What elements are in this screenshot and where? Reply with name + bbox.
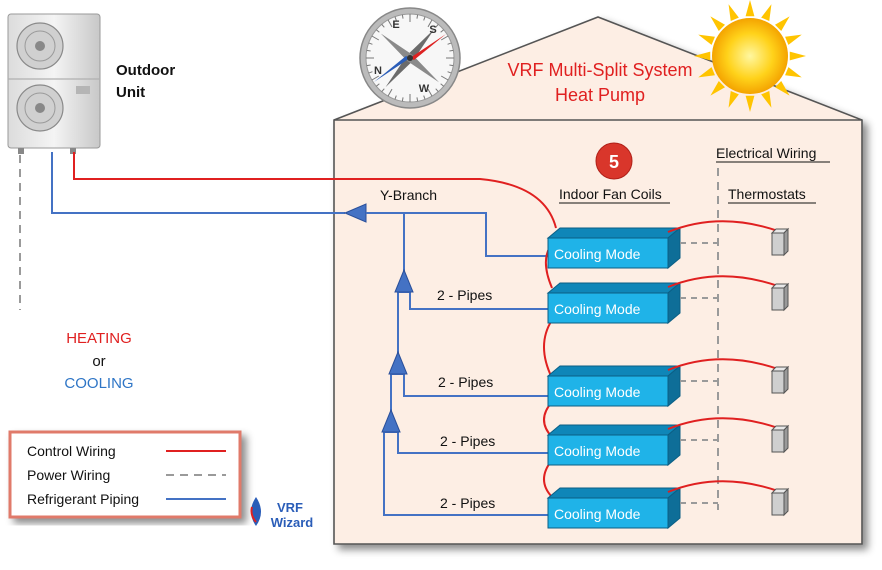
thermostat-wire [667, 480, 779, 493]
house [333, 16, 863, 545]
legend-refrigerant-label: Refrigerant Piping [27, 491, 139, 507]
cooling-label: COOLING [64, 375, 133, 392]
pipe-label-2: 2 - Pipes [438, 374, 493, 390]
fan-coil-mode-label: Cooling Mode [554, 384, 641, 400]
thermostat-wire [667, 358, 779, 371]
outdoor-control-wire [73, 152, 557, 229]
y-branch-1-icon [394, 268, 414, 293]
pipe-label-4: 2 - Pipes [440, 495, 495, 511]
legend: Control Wiring Power Wiring Refrigerant … [8, 430, 242, 519]
step-badge-number: 5 [609, 152, 619, 172]
thermostat-wire [667, 417, 779, 430]
fan-coil-3[interactable]: Cooling Mode [546, 358, 779, 408]
thermostat-icon[interactable] [770, 365, 790, 395]
outdoor-unit-label-line2: Unit [116, 84, 145, 101]
fan-coil-5[interactable]: Cooling Mode [546, 480, 779, 530]
thermostat-icon[interactable] [770, 227, 790, 257]
thermostat-wire [667, 275, 779, 288]
sun-icon [694, 0, 806, 112]
compass-w: W [419, 83, 430, 95]
pipe-label-1: 2 - Pipes [437, 287, 492, 303]
logo-line2: Wizard [271, 515, 314, 530]
y-branch-label: Y-Branch [380, 187, 437, 203]
thermostat-icon[interactable] [770, 487, 790, 517]
fan-coil-mode-label: Cooling Mode [554, 301, 641, 317]
fan-coil-mode-label: Cooling Mode [554, 443, 641, 459]
fan-coil-mode-label: Cooling Mode [554, 246, 641, 262]
compass-s: S [429, 24, 436, 36]
electrical-wiring-label: Electrical Wiring [716, 145, 816, 161]
fan-coil-1[interactable]: Cooling Mode [546, 220, 779, 270]
or-label: or [92, 353, 105, 370]
thermostats-label: Thermostats [728, 186, 806, 202]
step-badge: 5 [595, 142, 633, 180]
y-branch-3-icon [381, 408, 401, 433]
legend-control-label: Control Wiring [27, 443, 116, 459]
heating-label: HEATING [66, 330, 132, 347]
compass-icon: E S N W [359, 7, 461, 109]
fan-coil-mode-label: Cooling Mode [554, 506, 641, 522]
indoor-fan-coils-label: Indoor Fan Coils [559, 186, 662, 202]
thermostat-icon[interactable] [770, 282, 790, 312]
outdoor-unit-icon [7, 13, 101, 154]
system-title-line2: Heat Pump [555, 85, 645, 105]
outdoor-unit-label-line1: Outdoor [116, 62, 175, 79]
compass-e: E [392, 19, 399, 31]
y-branch-2-icon [388, 350, 408, 375]
fan-coil-2[interactable]: Cooling Mode [546, 275, 779, 325]
main-refrigerant-line [51, 152, 345, 214]
fan-coil-4[interactable]: Cooling Mode [546, 417, 779, 467]
legend-power-label: Power Wiring [27, 467, 110, 483]
compass-n: N [374, 65, 382, 77]
logo-line1: VRF [277, 500, 303, 515]
pipe-label-3: 2 - Pipes [440, 433, 495, 449]
thermostat-wire [667, 220, 779, 233]
thermostat-icon[interactable] [770, 424, 790, 454]
system-title-line1: VRF Multi-Split System [507, 60, 692, 80]
vrf-wizard-logo: VRF Wizard [250, 497, 314, 530]
